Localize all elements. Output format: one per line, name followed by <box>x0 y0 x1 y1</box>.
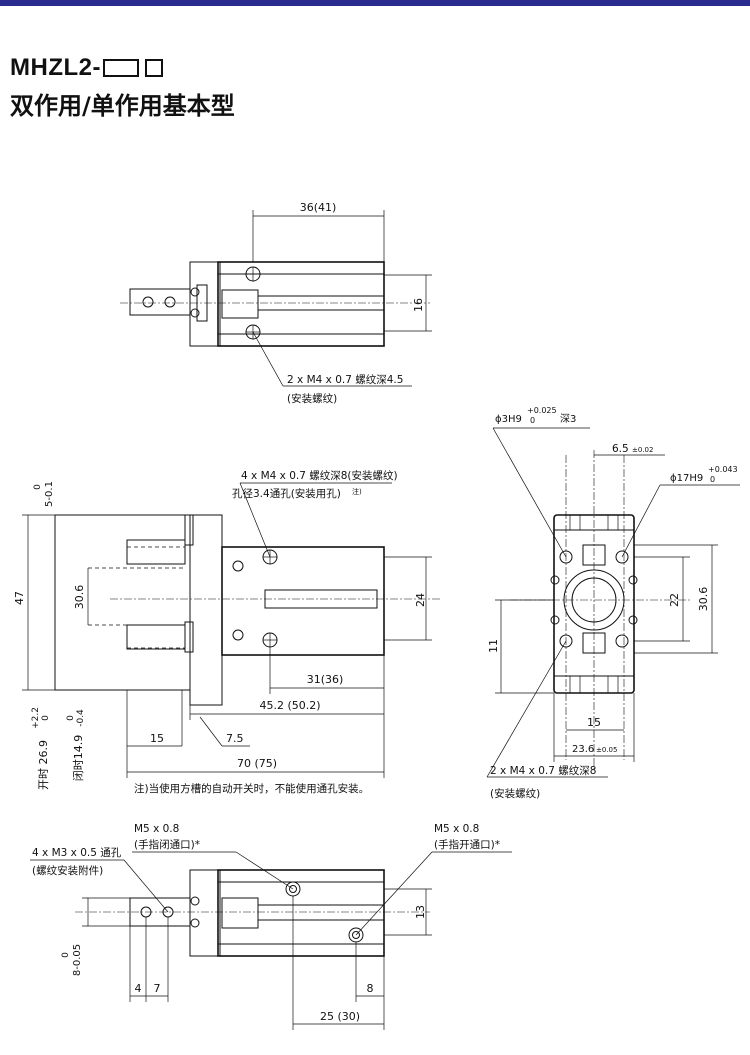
dim-end-23-6-tol: ±0.05 <box>596 746 617 754</box>
dim-bottom-13: 13 <box>414 905 427 919</box>
top-body-outline <box>217 261 385 347</box>
callout-bottom-open-port: M5 x 0.8 <box>434 823 479 835</box>
tol-close-b: -0.4 <box>76 709 86 727</box>
dim-side-70: 70 (75) <box>237 757 277 770</box>
dim-bottom-8: 8 <box>367 982 374 995</box>
model-title: MHZL2- <box>10 54 163 82</box>
dim-end-11: 11 <box>487 639 500 653</box>
callout-top-mount-thread: 2 x M4 x 0.7 螺纹深4.5 <box>287 373 403 386</box>
top-accent-bar <box>0 0 750 6</box>
callout-end-thread: 2 x M4 x 0.7 螺纹深8 <box>490 764 596 777</box>
model-code: MHZL2- <box>10 54 101 81</box>
top-finger <box>129 288 191 316</box>
bottom-view: 4 x M3 x 0.5 通孔 (螺纹安装附件) M5 x 0.8 (手指闭通口… <box>30 823 512 1030</box>
dim-top-width: 16 <box>412 298 425 312</box>
dim-bottom-7: 7 <box>154 982 161 995</box>
callout-end-thread-label: (安装螺纹) <box>490 787 540 800</box>
callout-end-bore-tol-b: 0 <box>710 475 715 484</box>
end-view: ϕ3H9 +0.025 0 深3 6.5 ±0.02 ϕ17H9 +0.043 … <box>486 406 740 800</box>
side-view: 4 x M4 x 0.7 螺纹深8(安装螺纹) 孔径3.4通孔(安装用孔) 注)… <box>13 469 440 795</box>
label-open-stroke: 开时 26.9 <box>37 740 50 790</box>
callout-side-thread: 4 x M4 x 0.7 螺纹深8(安装螺纹) <box>241 469 398 482</box>
tol-side-top-b: 5-0.1 <box>44 481 55 507</box>
dim-side-24: 24 <box>414 593 427 607</box>
dim-side-47: 47 <box>13 591 26 605</box>
model-placeholder-box-small <box>144 59 163 77</box>
callout-end-bore-tol-a: +0.043 <box>708 465 738 474</box>
dim-side-45: 45.2 (50.2) <box>259 699 320 712</box>
top-view: 36(41) 16 2 x M4 x 0.7 螺纹深4.5 (安装螺纹) <box>120 201 432 405</box>
callout-end-pin-tol-b: 0 <box>530 416 535 425</box>
dim-bottom-4: 4 <box>135 982 142 995</box>
callout-end-bore: ϕ17H9 <box>670 473 703 484</box>
callout-bottom-m3-label: (螺纹安装附件) <box>32 864 103 877</box>
callout-end-pin: ϕ3H9 <box>495 414 522 425</box>
model-subtitle: 双作用/单作用基本型 <box>10 92 235 120</box>
side-view-note: 注)当使用方槽的自动开关时，不能使用通孔安装。 <box>134 782 369 795</box>
dim-side-15: 15 <box>150 732 164 745</box>
dim-top-length: 36(41) <box>300 201 337 214</box>
dim-bottom-25: 25 (30) <box>320 1010 360 1023</box>
dim-side-31: 31(36) <box>307 673 344 686</box>
side-body-outline <box>221 546 385 656</box>
tol-bottom-a: 0 <box>61 952 71 958</box>
dim-end-15: 15 <box>587 716 601 729</box>
dim-end-6-5: 6.5 <box>612 443 629 455</box>
tol-bottom-b: 8-0.05 <box>72 944 83 976</box>
dim-side-7-5: 7.5 <box>226 732 244 745</box>
dim-end-6-5-tol: ±0.02 <box>632 446 653 454</box>
label-close-stroke: 闭时14.9 <box>72 735 85 782</box>
dim-side-30-6: 30.6 <box>73 585 86 610</box>
callout-top-mount-label: (安装螺纹) <box>287 392 337 405</box>
callout-bottom-close-port-label: (手指闭通口)* <box>134 838 200 851</box>
dim-end-30-6: 30.6 <box>697 587 710 612</box>
tol-side-top-a: 0 <box>33 484 43 490</box>
dim-end-23-6: 23.6 <box>572 744 594 755</box>
callout-side-hole-note: 注) <box>352 487 362 496</box>
callout-bottom-open-port-label: (手指开通口)* <box>434 838 500 851</box>
model-placeholder-box <box>102 59 139 77</box>
callout-end-pin-depth: 深3 <box>560 413 576 425</box>
tol-open-b: 0 <box>41 715 51 721</box>
callout-end-pin-tol-a: +0.025 <box>527 406 557 415</box>
callout-side-hole: 孔径3.4通孔(安装用孔) <box>232 487 341 500</box>
tol-close-a: 0 <box>66 715 76 721</box>
tol-open-a: +2.2 <box>31 707 41 729</box>
bottom-body-outline <box>217 869 385 957</box>
callout-bottom-m3: 4 x M3 x 0.5 通孔 <box>32 846 122 859</box>
dim-end-22: 22 <box>668 593 681 607</box>
callout-bottom-close-port: M5 x 0.8 <box>134 823 179 835</box>
